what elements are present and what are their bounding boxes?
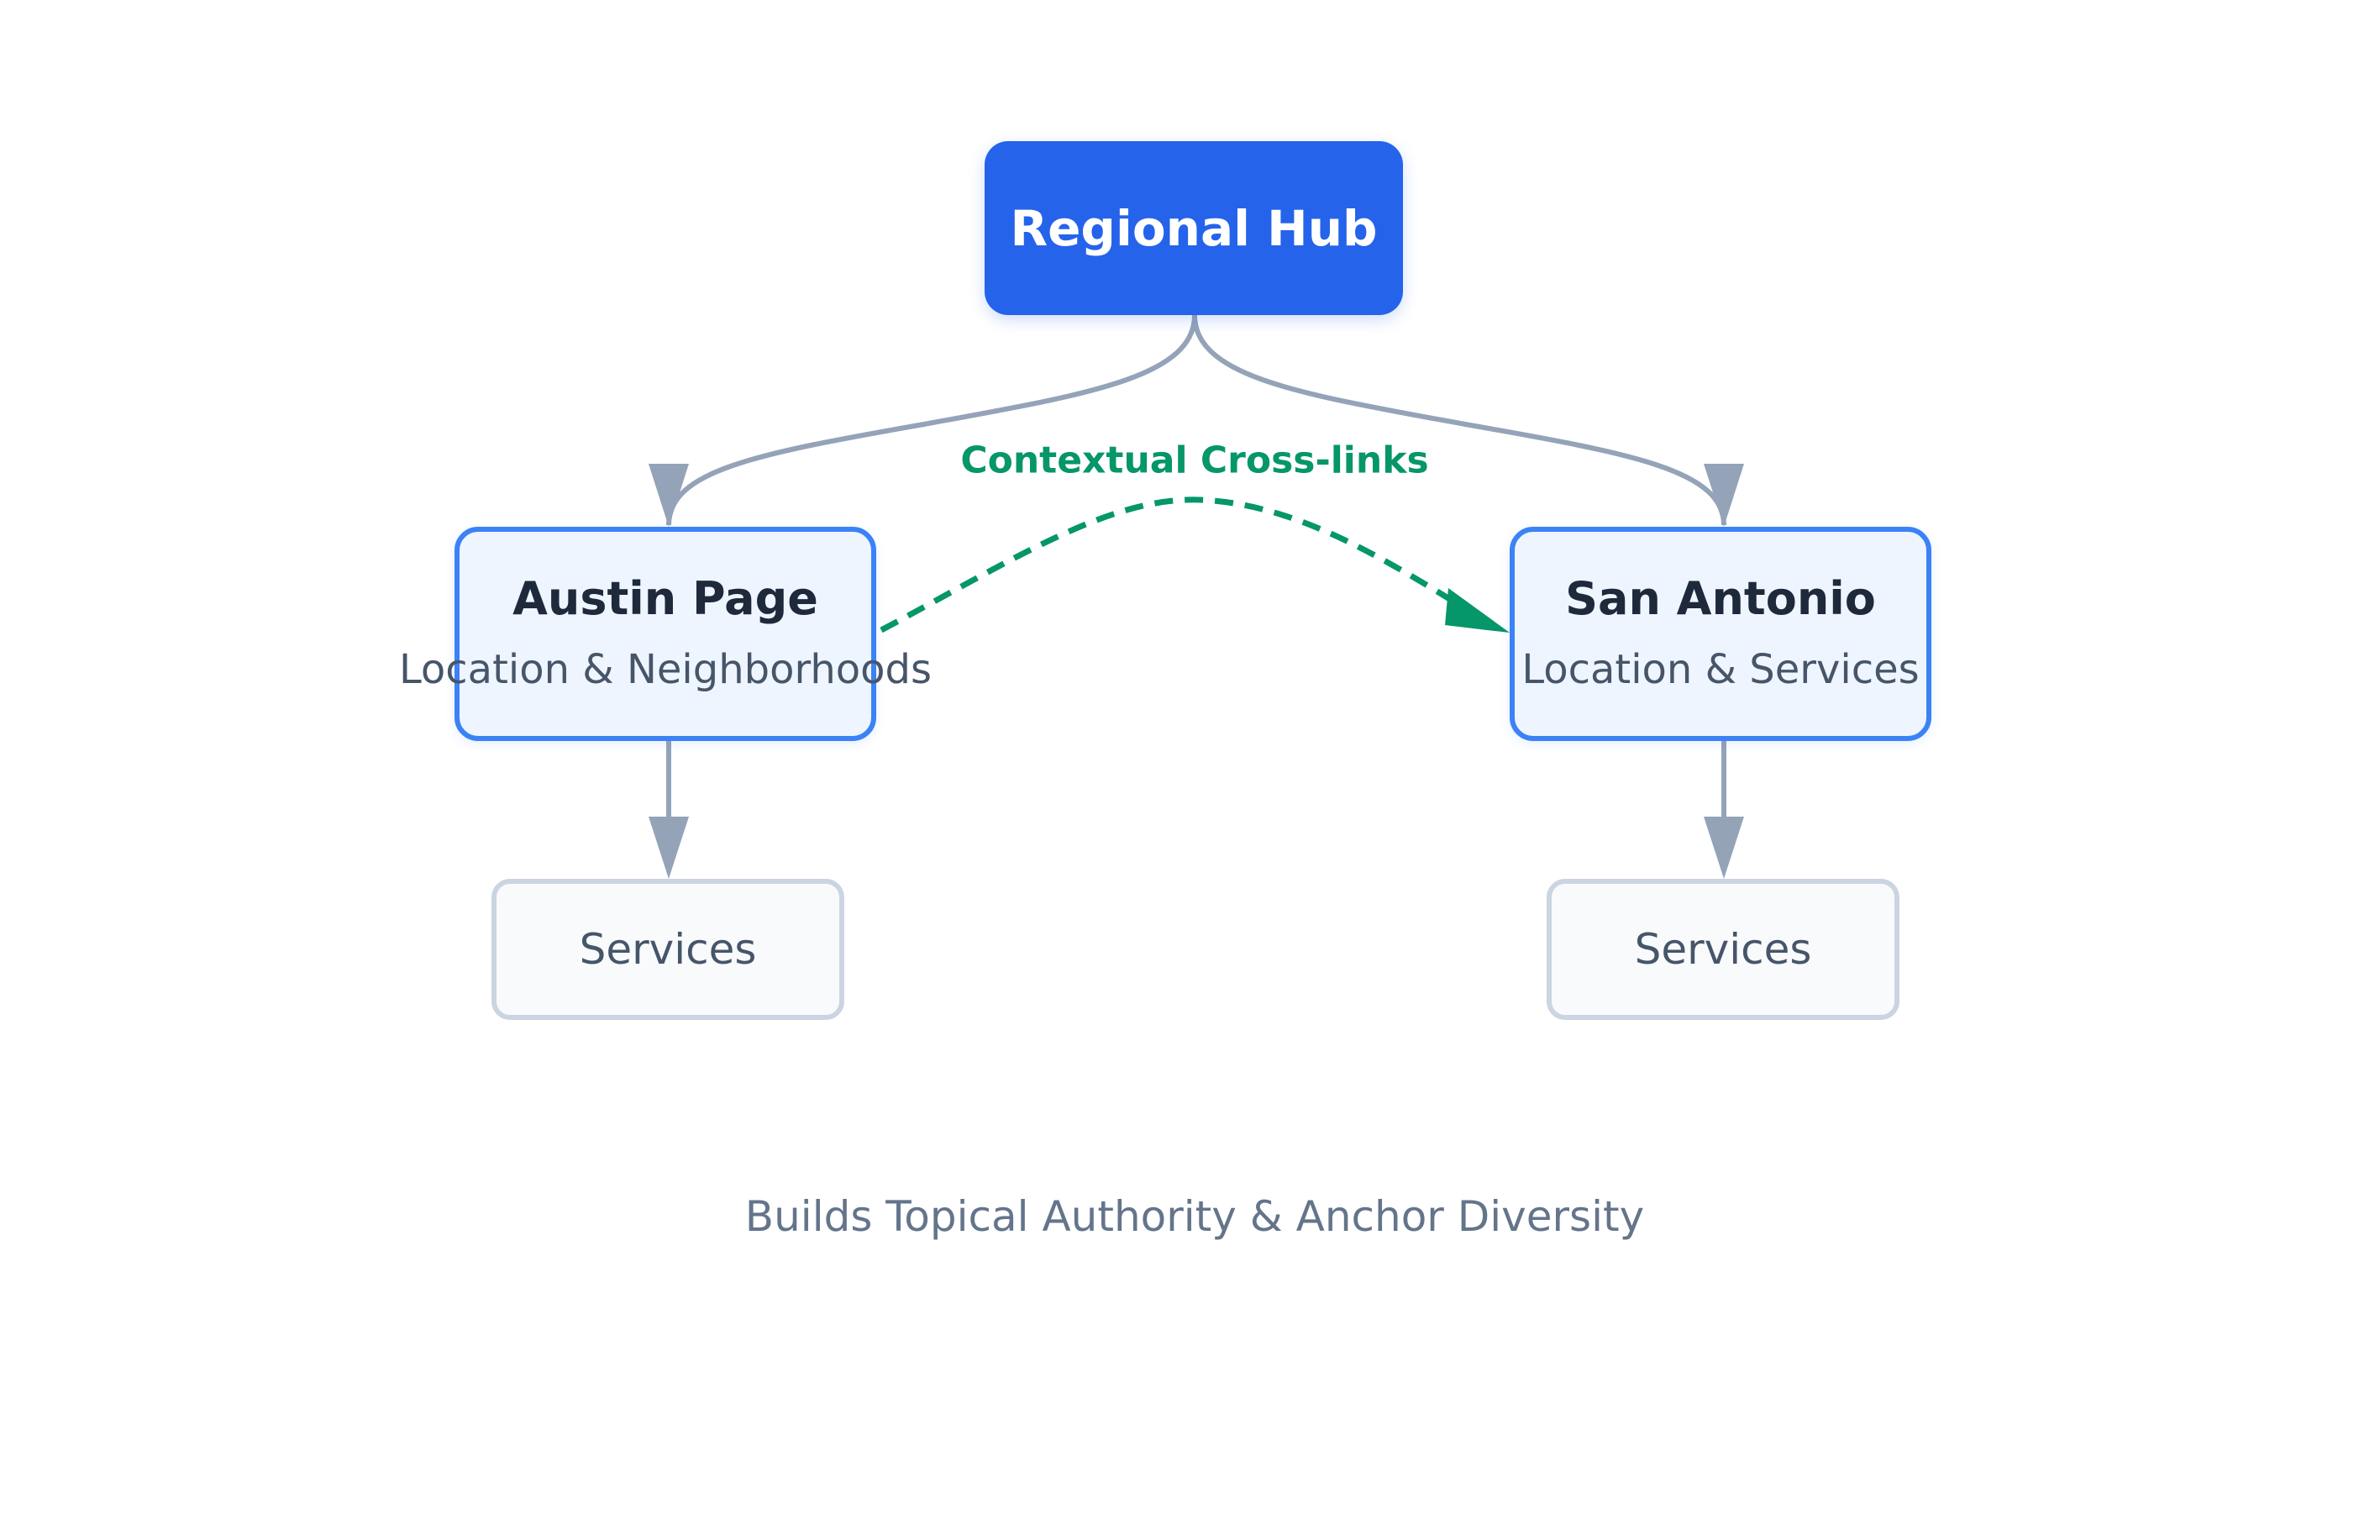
austin-page-subtitle: Location & Neighborhoods xyxy=(399,645,932,693)
austin-to-services-arrowhead xyxy=(649,817,689,879)
hub-to-sanantonio-connector xyxy=(1192,314,1726,526)
san-antonio-node: San Antonio Location & Services xyxy=(1510,527,1931,741)
hub-to-sanantonio-arrowhead xyxy=(1704,464,1744,527)
san-antonio-subtitle: Location & Services xyxy=(1521,645,1920,693)
san-antonio-services-label: Services xyxy=(1634,925,1812,974)
austin-services-node: Services xyxy=(491,879,844,1020)
austin-page-title: Austin Page xyxy=(512,571,818,625)
austin-services-label: Services xyxy=(579,925,757,974)
sanantonio-to-services-arrowhead xyxy=(1704,817,1744,879)
san-antonio-services-node: Services xyxy=(1547,879,1899,1020)
san-antonio-title: San Antonio xyxy=(1565,571,1876,625)
contextual-crosslink-arrowhead xyxy=(1445,588,1510,633)
contextual-crosslinks-label: Contextual Cross-links xyxy=(960,439,1429,482)
hub-to-austin-connector xyxy=(666,314,1197,526)
contextual-crosslink-path xyxy=(880,497,1468,633)
regional-hub-title: Regional Hub xyxy=(1010,199,1378,257)
hub-to-austin-arrowhead xyxy=(649,464,689,527)
regional-hub-node: Regional Hub xyxy=(985,141,1403,315)
diagram-footer-caption: Builds Topical Authority & Anchor Divers… xyxy=(744,1192,1645,1241)
austin-page-node: Austin Page Location & Neighborhoods xyxy=(399,527,932,741)
